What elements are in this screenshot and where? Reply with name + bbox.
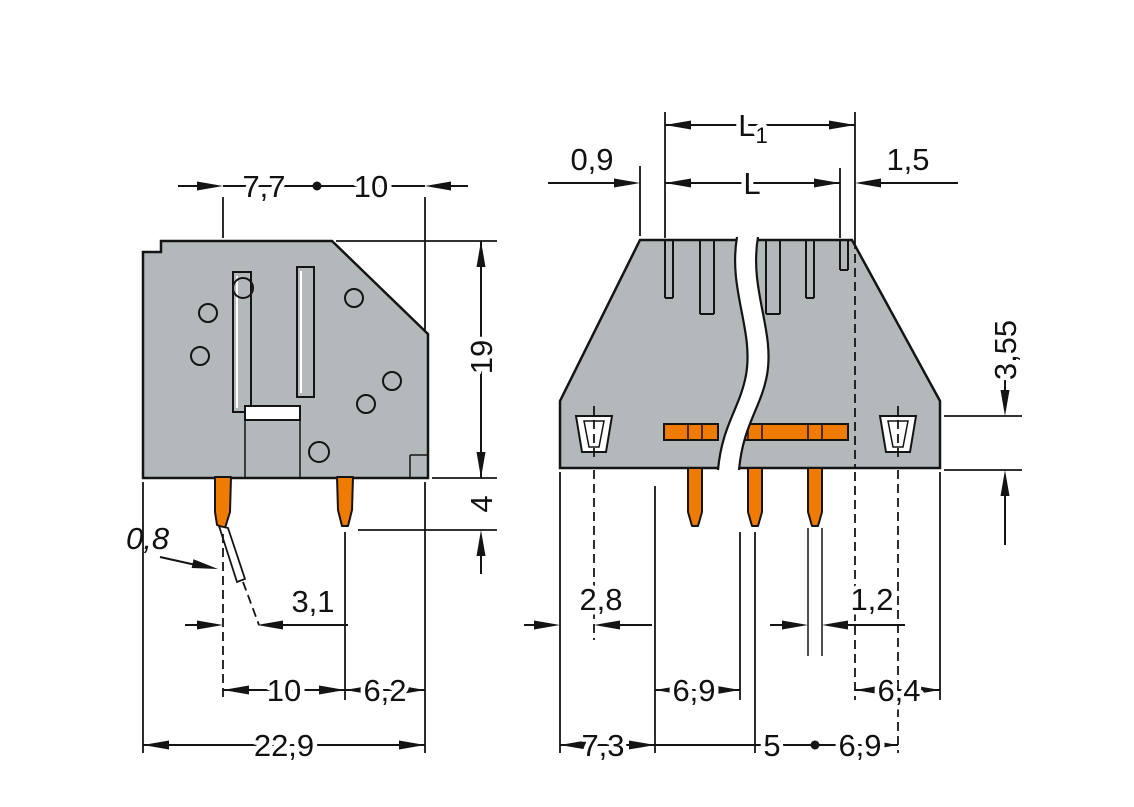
solder-pin-left (214, 476, 232, 529)
front-view (558, 236, 942, 656)
solder-pin-right (336, 476, 354, 527)
spring-hole (232, 277, 254, 299)
dim-pin-thickness: 0,8 (126, 521, 170, 556)
reference-dot-top (312, 181, 322, 191)
bottom-slot (244, 405, 301, 421)
solder-pin-2 (747, 467, 763, 527)
dim-pin-to-hole: 6,9 (838, 728, 881, 763)
housing-hole (356, 394, 376, 414)
dim-edge-to-pin: 7,3 (581, 728, 624, 763)
dim-hole-to-pin: 6,9 (672, 673, 715, 708)
dim-edge-to-hole: 2,8 (579, 582, 622, 617)
side-view-body (141, 239, 430, 480)
dim-pole-pitch: 5 (763, 728, 780, 763)
break-line-band (718, 237, 769, 470)
housing-hole (382, 371, 402, 391)
dim-body-height: 19 (464, 340, 499, 374)
solder-pin-1 (687, 467, 703, 527)
dim-width-top-left: 7,7 (242, 169, 285, 204)
side-view-dimensions: 7,7 10 19 4 0,8 3,1 (122, 165, 504, 768)
housing-hole (190, 346, 210, 366)
busbar-left-segment (663, 423, 719, 441)
dim-edge-offset: 6,2 (363, 673, 406, 708)
dim-solder-height: 3,55 (988, 320, 1023, 380)
dim-offset-left: 0,9 (570, 142, 613, 177)
busbar-right-segment (741, 423, 849, 441)
dim-edge-offset-right: 6,4 (877, 673, 920, 708)
side-view (141, 239, 430, 584)
solder-pin-3 (807, 467, 823, 527)
dim-width-top-right: 10 (354, 169, 388, 204)
reference-dot-bottom (810, 740, 820, 750)
dim-pin-length: 4 (464, 495, 499, 512)
housing-hole (344, 288, 364, 308)
dim-offset-right: 1,5 (886, 142, 929, 177)
dim-total-depth: 22,9 (254, 728, 314, 763)
housing-hole (308, 441, 330, 463)
dim-length: L (743, 166, 760, 201)
front-view-slots (664, 240, 849, 315)
dim-pin-width: 1,2 (850, 582, 893, 617)
side-view-details (190, 266, 428, 478)
dim-pin-tip-offset: 3,1 (291, 584, 334, 619)
dim-total-length: L1 (738, 108, 768, 148)
dim-pin-pitch: 10 (267, 673, 301, 708)
housing-hole (198, 303, 218, 323)
solder-pin-thin-section (217, 524, 247, 584)
busbar-ticks (687, 424, 823, 440)
